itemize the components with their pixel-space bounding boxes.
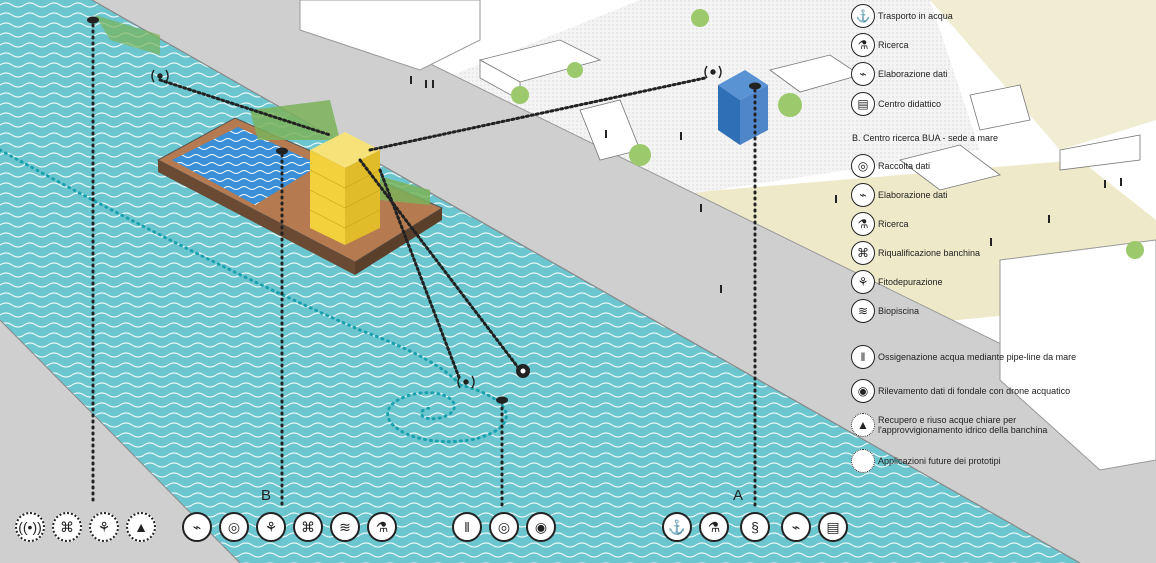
future-icon (851, 449, 875, 473)
legend-label: Riqualificazione banchina (878, 248, 981, 258)
legend-item-oxygenation: ‖ Ossigenazione acqua mediante pipe-line… (851, 345, 1076, 369)
legend-label: Elaborazione dati (878, 69, 948, 79)
legend-label: Ricerca (878, 219, 909, 229)
legend-item-research-b: ⚗ Ricerca (851, 212, 909, 236)
flask-icon: ⚗ (699, 512, 729, 542)
legend-label: Rilevamento dati di fondale con drone ac… (878, 386, 1071, 396)
signal-icon: ◎ (219, 512, 249, 542)
signal-icon: ◎ (851, 154, 875, 178)
legend-label: Elaborazione dati (878, 190, 948, 200)
legend-item-data-processing: ⌁ Elaborazione dati (851, 62, 948, 86)
legend-item-data-processing-b: ⌁ Elaborazione dati (851, 183, 948, 207)
quay-icon: ⌘ (851, 241, 875, 265)
marker-b: B (261, 487, 272, 504)
quay-icon: ⌘ (52, 512, 82, 542)
quay-icon: ⌘ (293, 512, 323, 542)
marker-a: A (733, 487, 744, 504)
board-icon: ▤ (851, 92, 875, 116)
signal-symbols (151, 65, 722, 389)
signal-icon: ((•)) (15, 512, 45, 542)
legend-label: Raccolta dati (878, 161, 931, 171)
pin-lines (91, 23, 757, 507)
legend-item-water-reuse: ▲ Recupero e riuso acque chiare per l'ap… (851, 413, 1068, 437)
signal-icon: ◎ (489, 512, 519, 542)
oxygen-tanks-icon: ‖ (452, 512, 482, 542)
flask-icon: ⚗ (851, 212, 875, 236)
antenna-icon: ⌁ (851, 183, 875, 207)
building-outline (299, 0, 481, 71)
flask-icon: ⚗ (367, 512, 397, 542)
legend-label: Centro didattico (878, 99, 942, 109)
research-building (718, 70, 768, 145)
legend-item-biopool: ≋ Biopiscina (851, 299, 919, 323)
trees (511, 9, 1144, 259)
legend-label: Fitodepurazione (878, 277, 943, 287)
legend-item-quay-renewal: ⌘ Riqualificazione banchina (851, 241, 980, 265)
legend-item-data-collection: ◎ Raccolta dati (851, 154, 930, 178)
legend-item-drone-survey: ◉ Rilevamento dati di fondale con drone … (851, 379, 1070, 403)
antenna-icon: ⌁ (851, 62, 875, 86)
boat-icon: ⚓ (851, 4, 875, 28)
sand-field (930, 0, 1156, 150)
antenna-icon: ⌁ (182, 512, 212, 542)
flask-icon: ⚗ (851, 33, 875, 57)
plaza-blocks (478, 39, 1141, 191)
board-icon: ▤ (818, 512, 848, 542)
legend-label: Trasporto in acqua (878, 11, 953, 21)
legend-label: Recupero e riuso acque chiare per l'appr… (878, 415, 1048, 435)
plant-icon: ⚘ (851, 270, 875, 294)
legend-heading-b: B. Centro ricerca BUA - sede a mare (852, 133, 999, 143)
legend-item-future: Applicazioni future dei prototipi (851, 449, 1001, 473)
drone-icon: ◉ (526, 512, 556, 542)
legend-label: Ricerca (878, 40, 909, 50)
plant-icon: ⚘ (89, 512, 119, 542)
legend-label: Ossigenazione acqua mediante pipe-line d… (878, 352, 1077, 362)
legend-label: Biopiscina (878, 306, 920, 316)
plant-icon: ⚘ (256, 512, 286, 542)
legend-item-research: ⚗ Ricerca (851, 33, 909, 57)
data-links (158, 76, 707, 382)
sensor-icon: § (740, 512, 770, 542)
pin-heads (87, 16, 761, 404)
swimmer-icon: ≋ (851, 299, 875, 323)
drone-icon: ◉ (851, 379, 875, 403)
water-drop-icon: ▲ (851, 413, 875, 437)
legend-item-transport: ⚓ Trasporto in acqua (851, 4, 953, 28)
drone-symbol (516, 364, 530, 378)
antenna-icon: ⌁ (781, 512, 811, 542)
legend-item-phytodepuration: ⚘ Fitodepurazione (851, 270, 943, 294)
oxygen-tanks-icon: ‖ (851, 345, 875, 369)
legend-label: Applicazioni future dei prototipi (878, 456, 1001, 466)
legend-item-education: ▤ Centro didattico (851, 92, 941, 116)
quay-edge (91, 0, 1081, 563)
water-drop-icon: ▲ (126, 512, 156, 542)
boat-icon: ⚓ (662, 512, 692, 542)
people (410, 76, 1122, 293)
swimmer-icon: ≋ (330, 512, 360, 542)
drone-path (0, 148, 508, 443)
